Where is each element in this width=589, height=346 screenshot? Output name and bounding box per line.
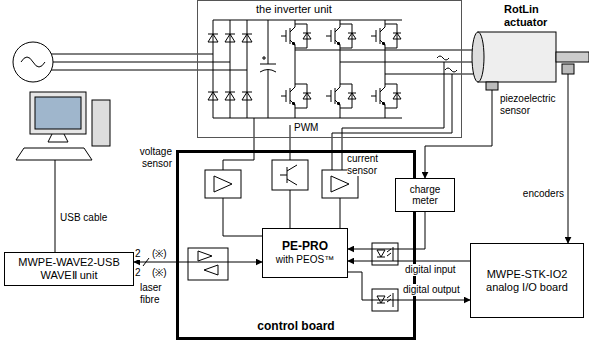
ac-line — [51, 54, 247, 70]
annotation-label: digital output — [403, 284, 469, 296]
diode-symbol — [225, 92, 235, 100]
annotation-label: USB cable — [60, 212, 120, 224]
control-board: control board PE-PROwith PEOS™ — [176, 150, 416, 340]
encoder-wire — [568, 74, 569, 90]
actuator-body — [478, 32, 556, 82]
piezo-sensor — [486, 82, 498, 90]
node-text: control board — [179, 320, 413, 334]
transceiver-box — [188, 248, 228, 280]
emitter-arrow — [337, 102, 340, 105]
emitter-arrow — [382, 42, 385, 45]
connector — [348, 272, 470, 300]
annotation-label: voltage sensor — [124, 146, 172, 169]
diode-symbol — [225, 34, 235, 42]
igbt-symbol — [281, 24, 295, 48]
ac-source — [13, 42, 53, 82]
motor-line — [295, 50, 478, 51]
diode-symbol — [393, 93, 401, 99]
monitor — [30, 92, 86, 134]
emitter-arrow — [292, 42, 295, 45]
connector — [425, 90, 492, 178]
diode-symbol — [208, 34, 218, 42]
motor-line — [385, 74, 478, 75]
diode-symbol — [208, 92, 218, 100]
charge-meter-box: charge meter — [395, 178, 455, 212]
amplifier-symbol — [214, 176, 232, 192]
node-text: the inverter unit — [256, 3, 332, 16]
computer-tower — [92, 100, 110, 146]
encoder-block — [562, 64, 574, 74]
node-text: charge meter — [400, 184, 450, 207]
annotation-label: current sensor — [347, 153, 389, 176]
diode-symbol — [393, 33, 401, 39]
diode-symbol — [303, 93, 311, 99]
monitor-stand — [48, 134, 68, 142]
driver-box — [272, 160, 308, 190]
wave-unit-box: MWPE-WAVE2-USB WAVEⅡ unit — [4, 252, 134, 286]
annotation-label: (※) — [152, 248, 167, 260]
annotation-label: 2 — [135, 248, 141, 260]
connector — [348, 261, 470, 262]
igbt-symbol — [326, 84, 340, 108]
igbt-symbol — [326, 24, 340, 48]
node-text: PE-PRO — [282, 240, 328, 254]
node-text: RotLin actuator — [504, 3, 574, 28]
usb-cable — [55, 160, 56, 252]
actuator-shaft — [556, 52, 589, 62]
annotation-label: piezoelectric sensor — [500, 93, 564, 116]
diode-symbol — [303, 33, 311, 39]
io-board-box: MWPE-STK-IO2 analog I/O board — [470, 243, 584, 318]
diode-symbol — [242, 92, 252, 100]
dc-rail — [213, 20, 402, 118]
sensor-wire — [223, 118, 254, 170]
optocoupler-box — [372, 243, 398, 265]
diode-symbol — [242, 34, 252, 42]
keyboard — [16, 148, 92, 160]
emitter-arrow — [382, 102, 385, 105]
annotation-label: (※) — [152, 267, 167, 279]
annotation-label: laser fibre — [140, 282, 174, 305]
amplifier-symbol — [331, 176, 349, 192]
processor-box: PE-PROwith PEOS™ — [262, 228, 348, 278]
connector — [134, 262, 262, 263]
transistor-symbol — [280, 165, 297, 185]
capacitor-symbol — [260, 20, 276, 118]
current-sensor-symbol — [437, 56, 457, 72]
emitter-arrow — [337, 42, 340, 45]
motor-line — [340, 62, 478, 63]
annotation-label: encoders — [516, 188, 564, 200]
annotation-label: digital input — [405, 264, 469, 276]
plus-mark — [262, 56, 266, 60]
inverter-unit: the inverter unit — [197, 0, 462, 138]
emitter-arrow — [292, 102, 295, 105]
connector — [568, 90, 569, 243]
igbt-symbol — [371, 24, 385, 48]
sine-symbol — [21, 57, 45, 67]
diode-symbol — [348, 33, 356, 39]
actuator-end — [472, 32, 484, 82]
annotation-label: PWM — [294, 122, 324, 134]
screen — [35, 97, 81, 129]
amplifier-box — [205, 170, 241, 198]
transceiver-symbol — [198, 251, 218, 275]
igbt-symbol — [281, 84, 295, 108]
node-text: with PEOS™ — [276, 254, 334, 266]
annotation-label: 2 — [135, 267, 141, 279]
actuator: RotLin actuator — [470, 0, 580, 90]
node-text: MWPE-WAVE2-USB WAVEⅡ unit — [9, 256, 129, 281]
diode-symbol — [348, 93, 356, 99]
igbt-symbol — [371, 84, 385, 108]
node-text: MWPE-STK-IO2 analog I/O board — [475, 268, 579, 293]
